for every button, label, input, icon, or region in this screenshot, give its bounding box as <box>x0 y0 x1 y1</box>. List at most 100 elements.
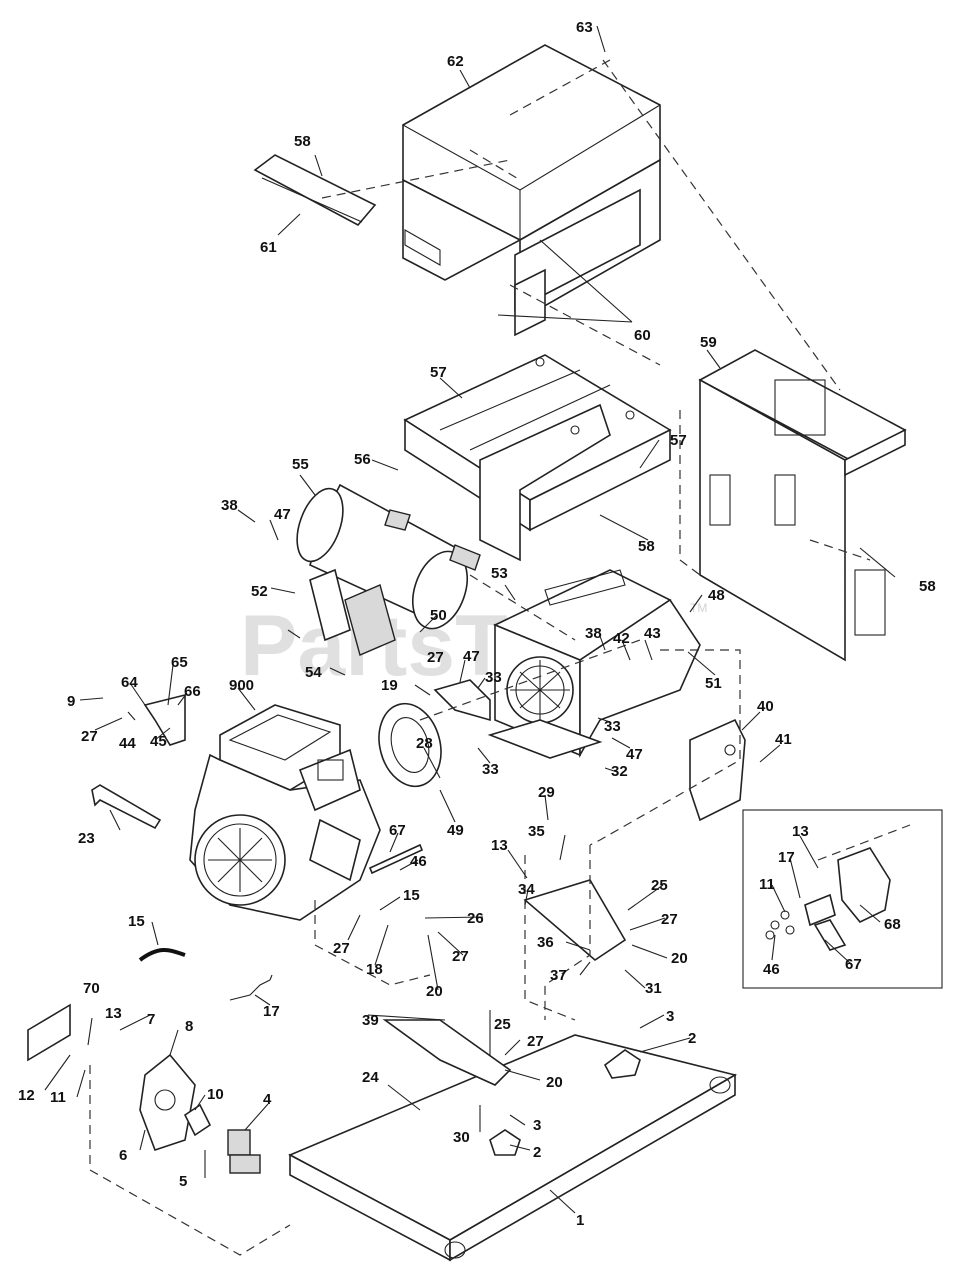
label-28: 28 <box>416 735 433 752</box>
label-36: 36 <box>537 934 554 951</box>
label-4: 4 <box>263 1091 272 1108</box>
label-47: 47 <box>463 648 480 665</box>
label-26: 26 <box>467 910 484 927</box>
label-20: 20 <box>426 983 443 1000</box>
label-7: 7 <box>147 1011 155 1028</box>
label-62: 62 <box>447 53 464 70</box>
label-27: 27 <box>661 911 678 928</box>
label-9: 9 <box>67 693 75 710</box>
label-41: 41 <box>775 731 792 748</box>
guide-lines-right <box>679 410 871 660</box>
label-61: 61 <box>260 239 277 256</box>
label-12: 12 <box>18 1087 35 1104</box>
guide-lines-main <box>89 574 741 1256</box>
label-46: 46 <box>410 853 427 870</box>
part-67-rod <box>368 843 424 875</box>
label-25: 25 <box>494 1016 511 1033</box>
label-67: 67 <box>389 822 406 839</box>
label-27: 27 <box>452 948 469 965</box>
label-58: 58 <box>638 538 655 555</box>
label-5: 5 <box>179 1173 187 1190</box>
inset-label-17: 17 <box>778 849 795 866</box>
part-17-pipe <box>229 974 273 1001</box>
part-32-plate <box>487 719 603 759</box>
label-63: 63 <box>576 19 593 36</box>
inset-label-46: 46 <box>763 961 780 978</box>
part-10-fitting <box>183 1103 212 1137</box>
part-55-muffler <box>296 483 481 656</box>
label-49: 49 <box>447 822 464 839</box>
label-23: 23 <box>78 830 95 847</box>
label-2: 2 <box>533 1144 541 1161</box>
label-8: 8 <box>185 1018 193 1035</box>
part-19-bracket <box>433 679 491 722</box>
label-3: 3 <box>666 1008 674 1025</box>
part-15-wire <box>138 948 186 962</box>
label-40: 40 <box>757 698 774 715</box>
label-31: 31 <box>645 980 662 997</box>
watermark-trademark: TM <box>690 601 707 615</box>
label-32: 32 <box>611 763 628 780</box>
label-59: 59 <box>700 334 717 351</box>
label-54: 54 <box>305 664 322 681</box>
label-70: 70 <box>83 980 100 997</box>
label-35: 35 <box>528 823 545 840</box>
label-51: 51 <box>705 675 722 692</box>
label-27: 27 <box>427 649 444 666</box>
label-1: 1 <box>576 1212 584 1229</box>
inset-label-68: 68 <box>884 916 901 933</box>
part-number-labels: 63 62 58 61 60 59 57 57 56 55 58 58 38 4… <box>18 19 936 1229</box>
part-2-mounts <box>489 1049 641 1156</box>
label-66: 66 <box>184 683 201 700</box>
label-34: 34 <box>518 881 535 898</box>
label-57: 57 <box>670 432 687 449</box>
inset-detail-box <box>742 809 943 989</box>
part-900-engine <box>189 704 381 921</box>
label-13: 13 <box>491 837 508 854</box>
part-48-alternator <box>493 569 701 759</box>
label-58: 58 <box>919 578 936 595</box>
part-49-adapter-ring <box>378 702 442 788</box>
inset-label-13: 13 <box>792 823 809 840</box>
label-25: 25 <box>651 877 668 894</box>
part-31-rail <box>523 879 627 962</box>
label-64: 64 <box>121 674 138 691</box>
label-45: 45 <box>150 733 167 750</box>
part-23-hose <box>91 784 162 830</box>
label-52: 52 <box>251 583 268 600</box>
label-55: 55 <box>292 456 309 473</box>
label-15: 15 <box>403 887 420 904</box>
label-47: 47 <box>274 506 291 523</box>
label-58: 58 <box>294 133 311 150</box>
label-60: 60 <box>634 327 651 344</box>
label-6: 6 <box>119 1147 127 1164</box>
part-40-cover <box>689 718 746 822</box>
label-900: 900 <box>229 677 254 694</box>
part-39-rail <box>382 1019 512 1086</box>
label-43: 43 <box>644 625 661 642</box>
inset-label-67: 67 <box>845 956 862 973</box>
label-33: 33 <box>604 718 621 735</box>
leader-lines <box>44 25 896 1214</box>
label-10: 10 <box>207 1086 224 1103</box>
label-24: 24 <box>362 1069 379 1086</box>
label-2: 2 <box>688 1030 696 1047</box>
label-57: 57 <box>430 364 447 381</box>
part-4-valve <box>227 1129 261 1174</box>
label-19: 19 <box>381 677 398 694</box>
label-47: 47 <box>626 746 643 763</box>
label-11: 11 <box>50 1089 66 1106</box>
label-33: 33 <box>485 669 502 686</box>
part-60-panel-lower <box>514 188 641 337</box>
label-39: 39 <box>362 1012 379 1029</box>
label-44: 44 <box>119 735 136 752</box>
label-48: 48 <box>708 587 725 604</box>
label-50: 50 <box>430 607 447 624</box>
label-13: 13 <box>105 1005 122 1022</box>
part-45-bracket <box>143 693 186 746</box>
label-3: 3 <box>533 1117 541 1134</box>
label-65: 65 <box>171 654 188 671</box>
label-53: 53 <box>491 565 508 582</box>
label-20: 20 <box>546 1074 563 1091</box>
part-56-shroud <box>403 354 672 562</box>
